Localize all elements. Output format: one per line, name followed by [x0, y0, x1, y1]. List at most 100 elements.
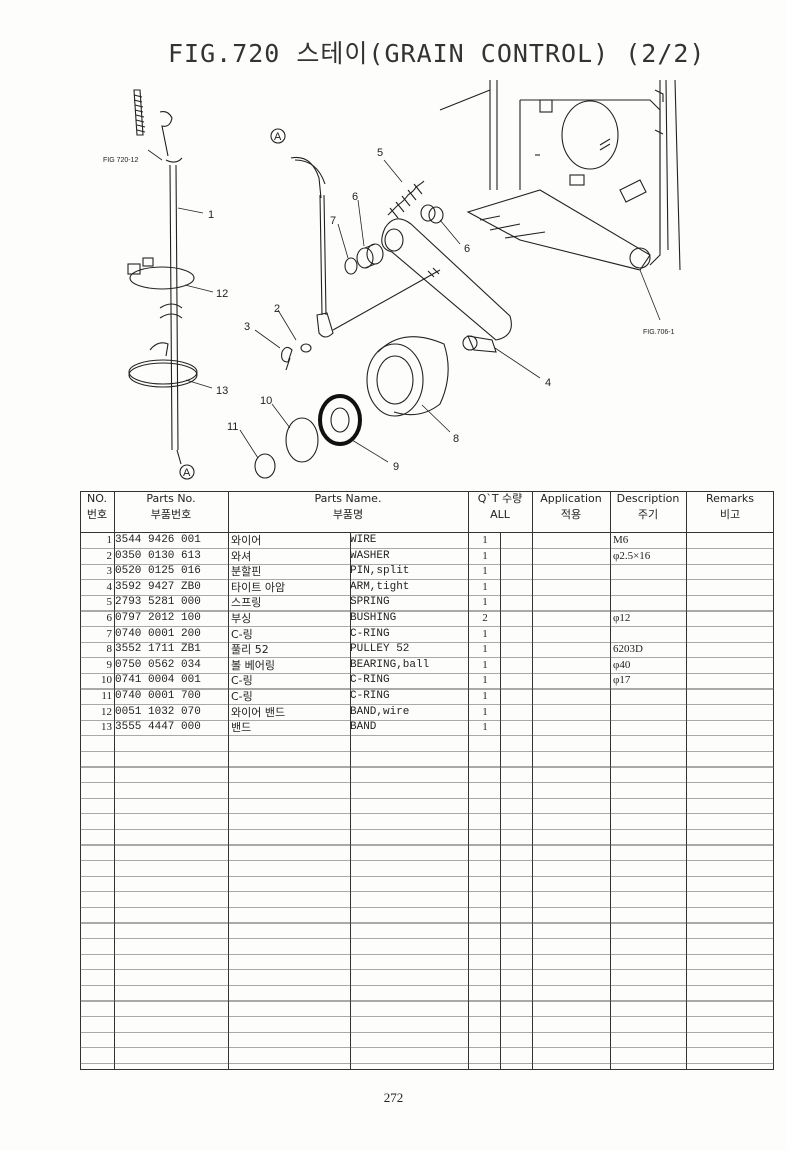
- callout-13: 13: [216, 385, 228, 397]
- header-description: Description 주기: [610, 491, 686, 523]
- wire-rod-part-1: [133, 89, 183, 465]
- cell-no: 13: [101, 721, 112, 734]
- cell-name-en: BUSHING: [350, 612, 397, 624]
- header-remarks: Remarks 비고: [686, 491, 774, 523]
- connector-a-label: A: [274, 131, 282, 143]
- c-ring-part-7: [344, 257, 358, 275]
- header-no-kr: 번호: [86, 508, 108, 521]
- cell-part-no: 0350 0130 613: [115, 549, 201, 562]
- cell-part-no: 0740 0001 200: [115, 627, 201, 640]
- header-description-kr: 주기: [637, 508, 659, 521]
- cell-no: 4: [106, 580, 113, 593]
- fig-ref-label: FIG.706-1: [643, 329, 675, 336]
- wire-connector-assembly: [290, 156, 441, 338]
- callout-12: 12: [216, 288, 228, 300]
- cell-part-no: 3592 9427 ZB0: [115, 580, 201, 593]
- frame-assembly: [439, 79, 681, 271]
- header-no: NO. 번호: [80, 491, 114, 523]
- cell-part-no: 0797 2012 100: [115, 612, 201, 624]
- cell-qty: 1: [482, 690, 488, 702]
- cell-part-no: 3544 9426 001: [115, 534, 201, 546]
- cell-no: 7: [106, 627, 113, 640]
- cell-part-no: 0750 0562 034: [115, 658, 201, 671]
- wire-band-part-12: [127, 257, 195, 290]
- cell-name-kr: 볼 베어링: [231, 658, 275, 672]
- parts-table-grid: [80, 491, 774, 1070]
- tight-arm-part-4: [381, 218, 512, 353]
- header-no-en: NO.: [87, 492, 107, 505]
- header-qty: Q`T 수량 ALL: [468, 491, 532, 523]
- c-ring-part-11: [254, 453, 276, 479]
- cell-qty: 2: [482, 612, 488, 624]
- cell-name-en: ARM,tight: [350, 580, 410, 593]
- header-parts-name-kr: 부품명: [332, 508, 364, 521]
- cell-qty: 1: [482, 643, 488, 656]
- cell-description: φ40: [613, 658, 631, 671]
- cell-name-en: BAND: [350, 721, 377, 734]
- cell-description: φ2.5×16: [613, 549, 651, 562]
- exploded-parts-diagram: A A FIG 720-12 FIG.706-1 1 2 3 4 5 6 6 7…: [103, 79, 681, 480]
- cell-name-en: WIRE: [350, 534, 377, 546]
- connector-a-label: A: [183, 467, 191, 479]
- connector-a-bottom: [179, 464, 195, 480]
- cell-qty: 1: [482, 674, 488, 687]
- callout-4: 4: [545, 377, 551, 389]
- page-title: FIG.720 스테이(GRAIN CONTROL) (2/2): [168, 39, 706, 68]
- cell-name-kr: 타이트 아암: [231, 580, 286, 594]
- cell-qty: 1: [482, 627, 488, 640]
- cell-name-kr: 풀리 52: [231, 643, 269, 657]
- callout-2: 2: [274, 303, 280, 315]
- cell-qty: 1: [482, 534, 488, 546]
- cell-no: 9: [106, 658, 113, 671]
- cell-description: φ17: [613, 674, 631, 687]
- page-number: 272: [383, 1090, 404, 1105]
- cell-part-no: 0520 0125 016: [115, 565, 201, 578]
- callout-3: 3: [244, 321, 250, 333]
- cell-name-en: BAND,wire: [350, 705, 410, 718]
- cell-name-kr: C-링: [231, 690, 253, 703]
- cell-description: M6: [613, 534, 629, 546]
- band-part-13: [128, 342, 198, 388]
- cell-name-en: WASHER: [350, 549, 390, 562]
- fig-ref-label: FIG 720-12: [103, 157, 139, 164]
- header-application: Application 적용: [532, 491, 610, 523]
- cell-name-en: C-RING: [350, 690, 390, 702]
- connector-a-top: [270, 128, 286, 144]
- cell-no: 8: [106, 643, 113, 656]
- cell-name-en: C-RING: [350, 627, 390, 640]
- cell-no: 11: [101, 690, 112, 702]
- cell-part-no: 0051 1032 070: [115, 705, 201, 718]
- cell-description: φ12: [613, 612, 631, 624]
- cell-name-kr: 와이어 밴드: [231, 705, 286, 719]
- callout-6: 6: [464, 243, 470, 255]
- bushing-part-6: [356, 204, 444, 269]
- callout-10: 10: [260, 395, 272, 407]
- cell-qty: 1: [482, 705, 488, 718]
- cell-no: 3: [106, 565, 113, 578]
- header-parts-no-kr: 부품번호: [150, 508, 192, 521]
- cell-no: 5: [106, 596, 113, 609]
- cell-name-en: C-RING: [350, 674, 390, 687]
- cell-no: 10: [101, 674, 112, 687]
- cell-name-en: PULLEY 52: [350, 643, 410, 656]
- callout-7: 7: [330, 215, 336, 227]
- callout-6: 6: [352, 191, 358, 203]
- cell-name-kr: 분할핀: [231, 565, 262, 579]
- cell-qty: 1: [482, 549, 488, 562]
- callout-9: 9: [393, 461, 399, 473]
- callout-leaders: [147, 149, 661, 463]
- cell-name-kr: 스프링: [231, 596, 262, 610]
- header-parts-name-en: Parts Name.: [314, 492, 382, 505]
- cell-part-no: 0741 0004 001: [115, 674, 201, 687]
- header-remarks-en: Remarks: [706, 492, 754, 505]
- cell-name-kr: C-링: [231, 674, 253, 688]
